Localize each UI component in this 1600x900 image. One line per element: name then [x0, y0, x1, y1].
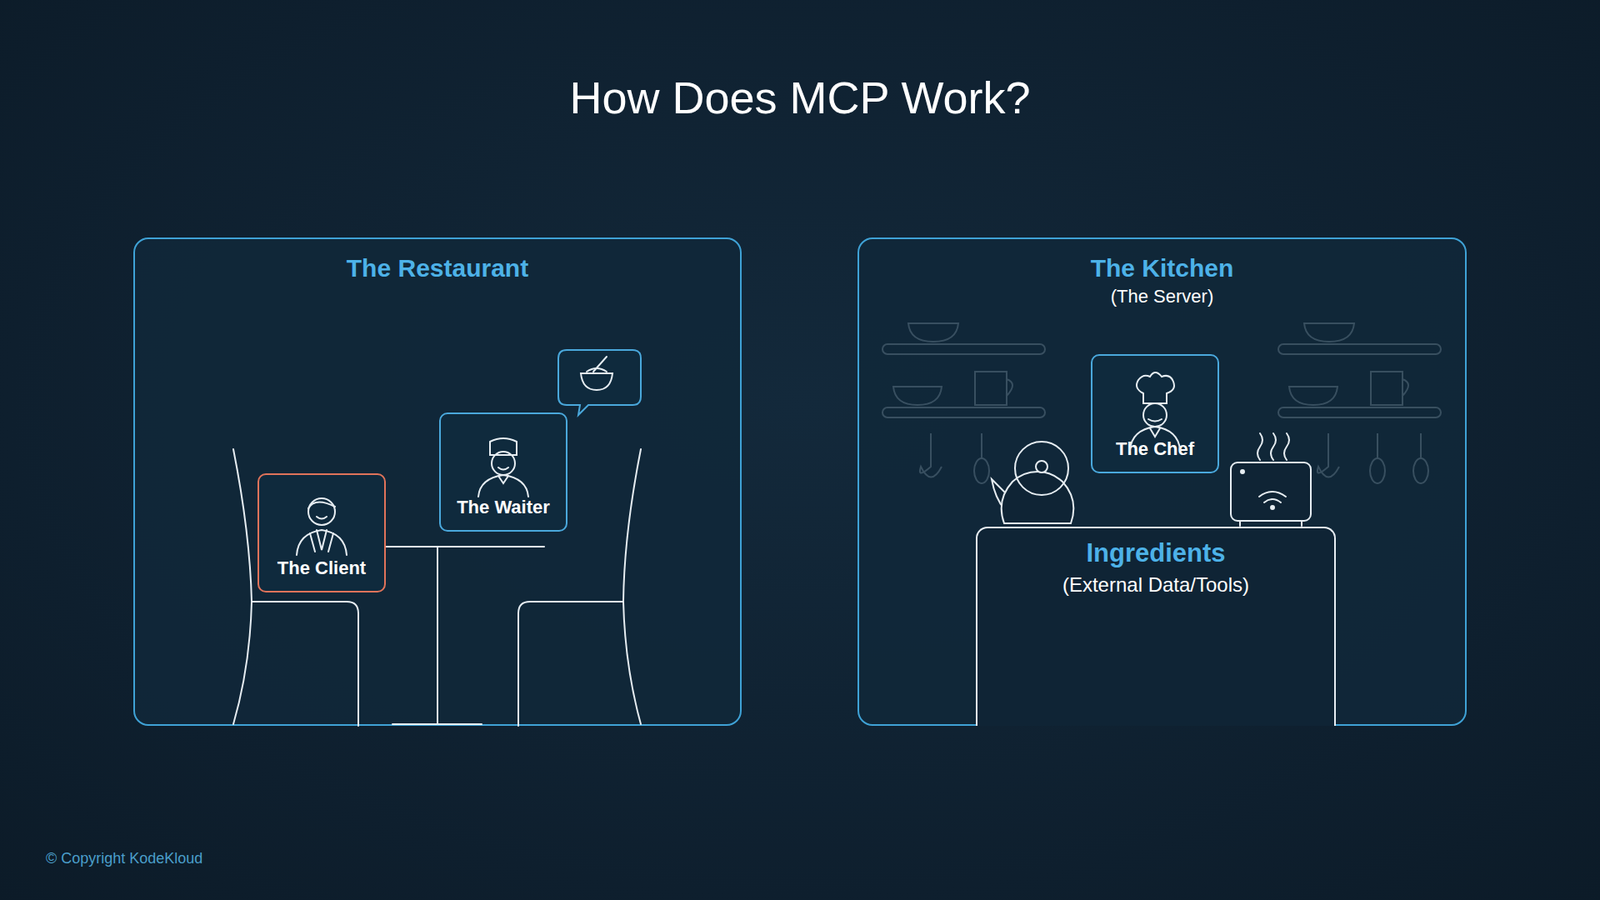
node-heading: The Chef — [1115, 438, 1195, 460]
node-subtext: (External Data/Tools) — [1062, 573, 1250, 597]
ingredients-counter: Ingredients (External Data/Tools) — [975, 526, 1336, 726]
node-heading: The Restaurant — [346, 254, 529, 283]
chair-back — [233, 449, 252, 725]
furniture — [233, 449, 641, 726]
client-icon — [296, 498, 347, 555]
node-heading: The Waiter — [456, 496, 550, 519]
node-subtext: (The Server) — [1110, 285, 1214, 308]
chair-seat — [518, 601, 624, 726]
node-heading: Ingredients — [1085, 538, 1225, 569]
node-heading: The Client — [277, 557, 366, 580]
table-base — [392, 723, 482, 725]
toaster — [1230, 433, 1311, 526]
restaurant-panel: The RestaurantThe Client The Waiter — [133, 237, 742, 726]
table-top — [385, 545, 545, 548]
chair-back — [623, 449, 641, 725]
kitchen-panel: The Kitchen(The Server) The ChefIngredien… — [857, 237, 1467, 726]
table-leg — [436, 546, 439, 725]
chef-box: The Chef — [1090, 354, 1220, 474]
client-box: The Client — [257, 473, 386, 593]
kettle — [991, 441, 1074, 524]
copyright-note: © Copyright KodeKloud — [45, 850, 203, 868]
speech-bubble — [558, 350, 641, 415]
chef-icon — [1130, 372, 1180, 450]
diagram-title: How Does MCP Work? — [0, 71, 1600, 124]
kitchen-shelves — [882, 323, 1441, 484]
waiter-box: The Waiter — [439, 412, 568, 532]
chair-seat — [251, 601, 359, 726]
waiter-icon — [478, 438, 529, 497]
node-heading: The Kitchen — [1090, 254, 1235, 283]
bowl-icon — [580, 356, 613, 390]
